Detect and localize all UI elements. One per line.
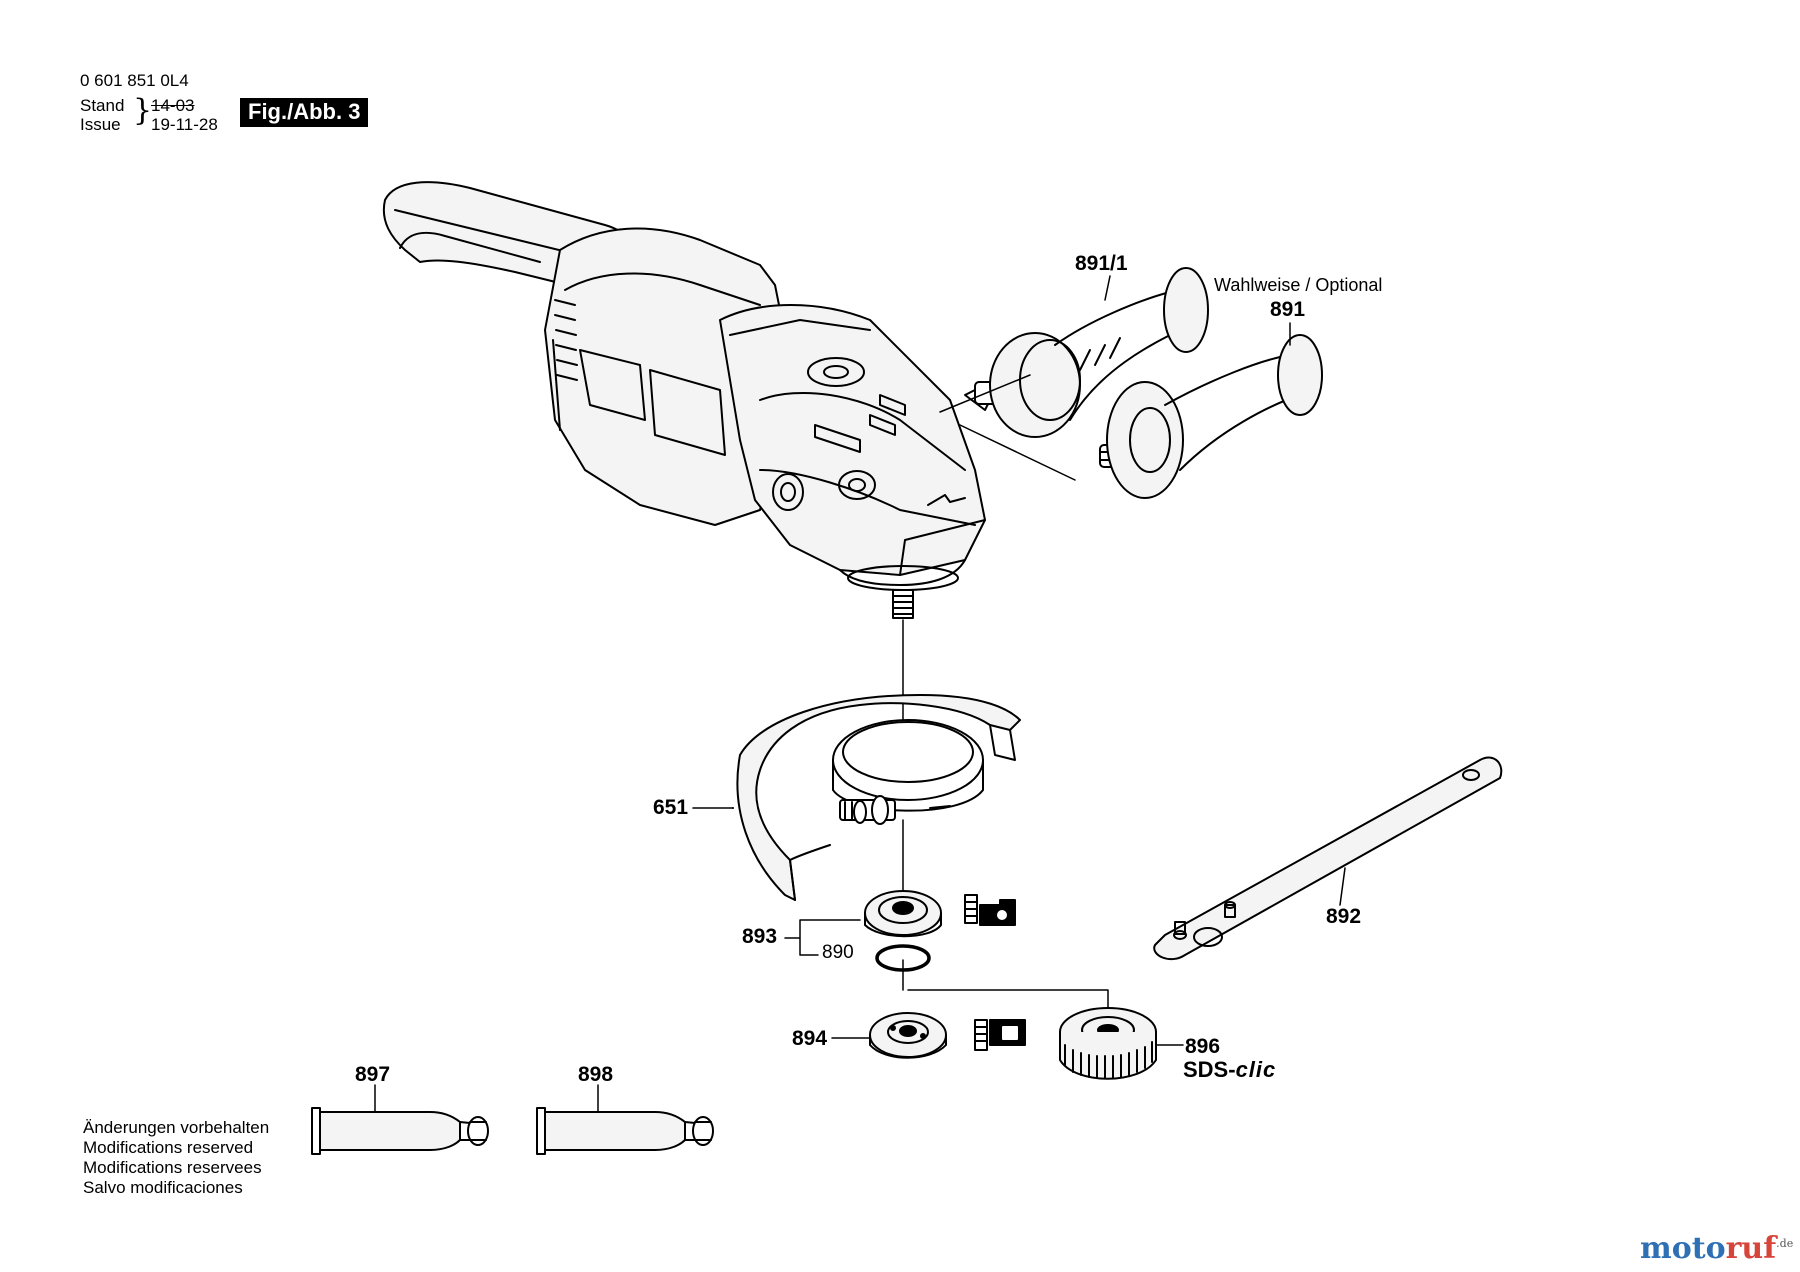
label-893: 893 bbox=[742, 925, 778, 948]
label-sds-clic: SDS-clic bbox=[1183, 1058, 1276, 1082]
label-891: 891 bbox=[1270, 298, 1306, 321]
grease-tube-898 bbox=[536, 1107, 714, 1155]
mounting-flange-893 bbox=[864, 890, 942, 938]
sds-prefix: SDS- bbox=[1183, 1057, 1236, 1082]
sds-suffix: clic bbox=[1235, 1057, 1277, 1082]
grease-tube-897 bbox=[311, 1107, 489, 1155]
old-date: 14-03 bbox=[151, 96, 195, 115]
modifications-note-en: Modifications reserved bbox=[83, 1138, 254, 1157]
quick-clamp-nut-896 bbox=[1059, 1007, 1157, 1080]
modifications-note-fr: Modifications reservees bbox=[83, 1158, 262, 1177]
stand-label: Stand bbox=[80, 96, 125, 115]
two-pin-spanner-892 bbox=[1153, 756, 1503, 961]
leader-893 bbox=[784, 919, 861, 956]
new-date: 19-11-28 bbox=[151, 115, 218, 134]
clamping-nut-894 bbox=[869, 1012, 947, 1059]
brand-tld: .de bbox=[1776, 1237, 1794, 1250]
modifications-note-es: Salvo modificaciones bbox=[83, 1178, 243, 1197]
label-897: 897 bbox=[355, 1063, 391, 1086]
brand-part1: moto bbox=[1640, 1231, 1726, 1266]
leader-894-896 bbox=[907, 989, 1109, 1011]
figure-label: Fig./Abb. 3 bbox=[240, 98, 369, 127]
part-number: 0 601 851 0L4 bbox=[80, 71, 189, 90]
leader-892 bbox=[1339, 867, 1346, 906]
label-898: 898 bbox=[578, 1063, 614, 1086]
header-brace: } bbox=[133, 93, 153, 128]
label-890: 890 bbox=[822, 942, 854, 963]
label-896: 896 bbox=[1185, 1035, 1221, 1058]
label-892: 892 bbox=[1326, 905, 1362, 928]
label-891-1: 891/1 bbox=[1075, 252, 1128, 275]
o-ring-890 bbox=[875, 944, 931, 972]
flange-orientation-symbol-1 bbox=[964, 894, 1016, 926]
flange-orientation-symbol-2 bbox=[974, 1019, 1026, 1051]
brand-part2: ruf bbox=[1725, 1231, 1777, 1266]
issue-label: Issue bbox=[80, 115, 121, 134]
wheel-guard-651 bbox=[736, 694, 1021, 901]
modifications-note-de: Änderungen vorbehalten bbox=[83, 1118, 270, 1137]
angle-grinder-body bbox=[382, 181, 986, 619]
side-handle-891-1 bbox=[964, 267, 1209, 438]
label-optional: Wahlweise / Optional bbox=[1214, 275, 1383, 295]
label-894: 894 bbox=[792, 1027, 828, 1050]
brand-logo: motoruf.de bbox=[1640, 1228, 1793, 1265]
side-handle-891 bbox=[1099, 334, 1323, 499]
label-651: 651 bbox=[653, 796, 689, 819]
